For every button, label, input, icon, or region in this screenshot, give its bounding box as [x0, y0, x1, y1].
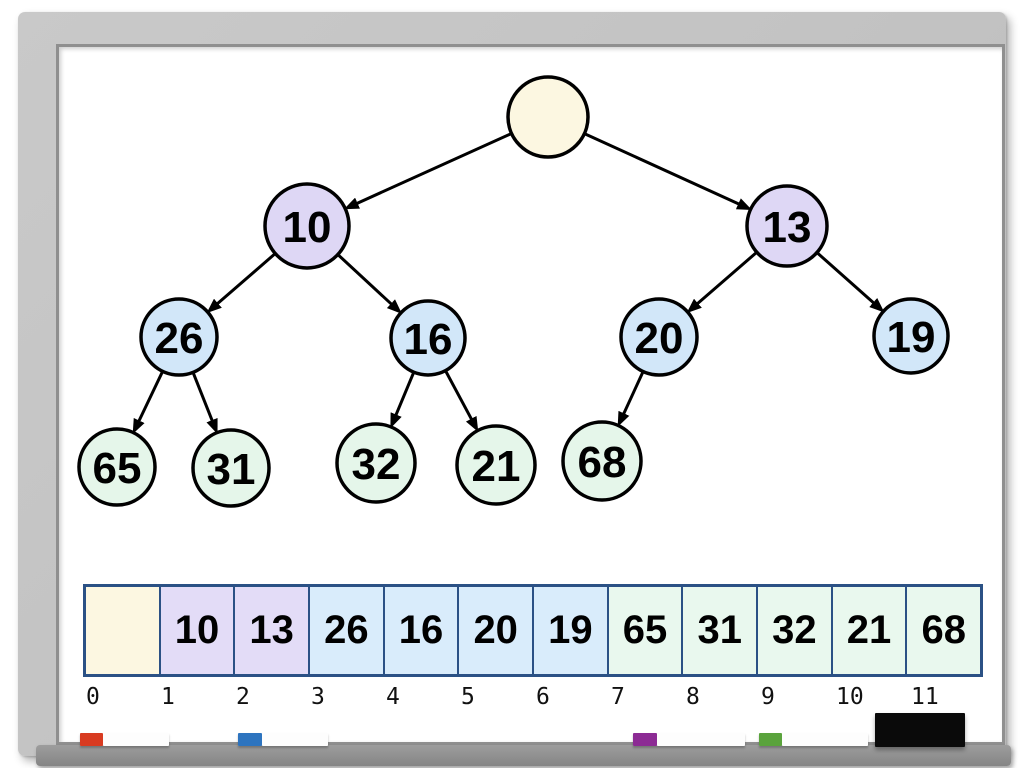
array-index-4: 4	[386, 684, 400, 710]
edge-n10-n16	[336, 253, 402, 314]
edge-n13-n19	[815, 251, 885, 313]
array-cell-3: 26	[308, 587, 383, 674]
array-index-2: 2	[236, 684, 250, 710]
edge-root-n10	[343, 132, 513, 210]
array-index-row: 0 1 2 3 4 5 6 7 8 9 10 11	[83, 684, 983, 710]
array-cell-10: 21	[830, 587, 906, 674]
array-index-8: 8	[686, 684, 700, 710]
eraser	[875, 713, 965, 747]
tree-node-root	[506, 75, 590, 159]
edge-n16-n21	[444, 369, 479, 432]
array-index-10: 10	[836, 684, 864, 710]
tree-node-26	[139, 297, 219, 377]
array-index-11: 11	[911, 684, 939, 710]
array-index-3: 3	[311, 684, 325, 710]
blue-marker-body	[262, 733, 328, 746]
purple-marker	[633, 733, 745, 746]
tree-node-label-31: 31	[207, 445, 256, 494]
edge-n13-n20	[686, 251, 758, 314]
tree-node-label-21: 21	[472, 442, 521, 491]
tree-node-label-10: 10	[283, 203, 332, 252]
array-index-1: 1	[161, 684, 175, 710]
tree-node-10	[263, 182, 351, 270]
tree-node-label-20: 20	[635, 314, 684, 363]
array-cell-9: 32	[756, 587, 831, 674]
tree-node-68	[561, 420, 643, 502]
array-cell-0	[86, 587, 159, 674]
array-index-0: 0	[86, 684, 100, 710]
array-cell-11: 68	[905, 587, 981, 674]
marker-tray	[36, 745, 1011, 766]
tree-node-21	[455, 424, 537, 506]
array-cell-7: 65	[606, 587, 682, 674]
purple-marker-cap	[633, 733, 657, 746]
tree-node-32	[335, 422, 417, 504]
tree-node-65	[77, 427, 157, 507]
tree-node-20	[619, 297, 699, 377]
edge-root-n13	[583, 132, 752, 211]
array-cell-6: 19	[532, 587, 607, 674]
purple-marker-body	[657, 733, 745, 746]
tree-node-16	[389, 299, 467, 377]
array-cell-1: 10	[158, 587, 234, 674]
green-marker-cap	[759, 733, 782, 746]
green-marker-body	[782, 733, 868, 746]
tree-node-label-68: 68	[578, 438, 627, 487]
array-index-7: 7	[611, 684, 625, 710]
tree-node-31	[191, 428, 271, 508]
array-index-9: 9	[761, 684, 775, 710]
edge-n26-n65	[132, 370, 164, 435]
array-cell-8: 31	[681, 587, 757, 674]
tree-node-label-65: 65	[93, 444, 142, 493]
array-index-6: 6	[536, 684, 550, 710]
edge-n20-n68	[617, 370, 645, 427]
heap-tree-svg: 10 13 26 16 20 19 65 31 32 21 68	[77, 75, 950, 508]
red-marker-body	[103, 733, 169, 746]
tree-node-label-26: 26	[155, 314, 204, 363]
array-cell-2: 13	[233, 587, 309, 674]
tree-node-label-13: 13	[763, 203, 812, 252]
array-index-5: 5	[461, 684, 475, 710]
edge-n10-n26	[206, 252, 277, 314]
array-cell-4: 16	[382, 587, 458, 674]
edge-n26-n31	[191, 371, 218, 435]
blue-marker	[238, 733, 328, 746]
blue-marker-cap	[238, 733, 262, 746]
tree-node-label-32: 32	[352, 440, 401, 489]
tree-node-19	[872, 297, 950, 375]
tree-node-label-19: 19	[887, 313, 936, 362]
edge-n16-n32	[390, 371, 416, 429]
array-cell-5: 20	[457, 587, 533, 674]
tree-node-13	[745, 184, 829, 268]
red-marker-cap	[80, 733, 103, 746]
green-marker	[759, 733, 868, 746]
red-marker	[80, 733, 169, 746]
tree-node-label-16: 16	[404, 315, 453, 364]
